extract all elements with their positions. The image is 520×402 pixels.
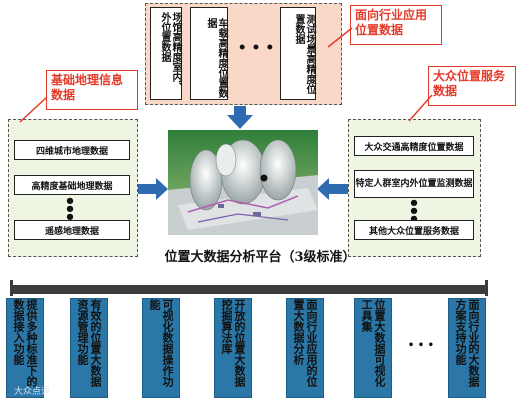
platform-caption: 位置大数据分析平台（3级标准）: [164, 250, 356, 265]
arrow-left: [317, 178, 348, 200]
platform-divider-bar: [10, 285, 488, 294]
callout-public: 大众位置服务数据: [428, 66, 516, 106]
top-item-venue: 场馆高精度室内、外位置数据: [150, 7, 182, 100]
functions-ellipsis: • • •: [407, 340, 435, 351]
function-visualization-tools: 位置大数据可视化工具集: [354, 298, 392, 398]
right-item-public-transit: 大众交通高精度位置数据: [354, 136, 474, 156]
left-item-remote-sensing: 遥感地理数据: [14, 220, 130, 240]
bar-connector-right: [485, 280, 488, 296]
top-ellipsis: • • •: [237, 40, 275, 56]
left-item-hd-basic: 高精度基础地理数据: [14, 175, 130, 195]
callout-industry: 面向行业应用位置数据: [350, 5, 442, 45]
function-industry-analysis: 面向行业应用的位置大数据分析: [286, 298, 324, 398]
function-data-access: 提供多种标准下的数据接入功能: [6, 298, 44, 398]
right-vertical-ellipsis: •••: [408, 193, 420, 229]
left-item-4d-city: 四维城市地理数据: [14, 140, 130, 160]
function-resource-management: 有效的位置大数据资源管理功能: [70, 298, 108, 398]
callout-basic-geo-pointer: [19, 96, 48, 123]
top-item-vehicle: 车载高精度位置数据: [190, 7, 228, 100]
callout-public-pointer: [408, 94, 433, 122]
arrow-down: [227, 106, 253, 129]
platform-3d-visualization: [168, 130, 318, 235]
function-visual-operation: 可视化数据操作功能: [142, 298, 180, 398]
function-mining-algorithms: 开放的位置大数据挖掘算法库: [214, 298, 252, 398]
callout-basic-geo: 基础地理信息数据: [46, 70, 138, 110]
callout-industry-pointer: [327, 27, 353, 48]
watermark: 大众点评: [14, 387, 51, 397]
right-item-other-public: 其他大众位置服务数据: [354, 220, 474, 240]
top-item-test-scene: 测试场景高精度位置数据: [280, 7, 316, 100]
arrow-right: [138, 178, 168, 200]
right-item-special-group: 特定人群室内外位置监测数据: [354, 170, 474, 198]
left-vertical-ellipsis: •••: [64, 191, 76, 228]
function-solution-support: 面向行业的大数据方案支持功能: [448, 298, 486, 398]
bar-connector-left: [10, 280, 13, 296]
